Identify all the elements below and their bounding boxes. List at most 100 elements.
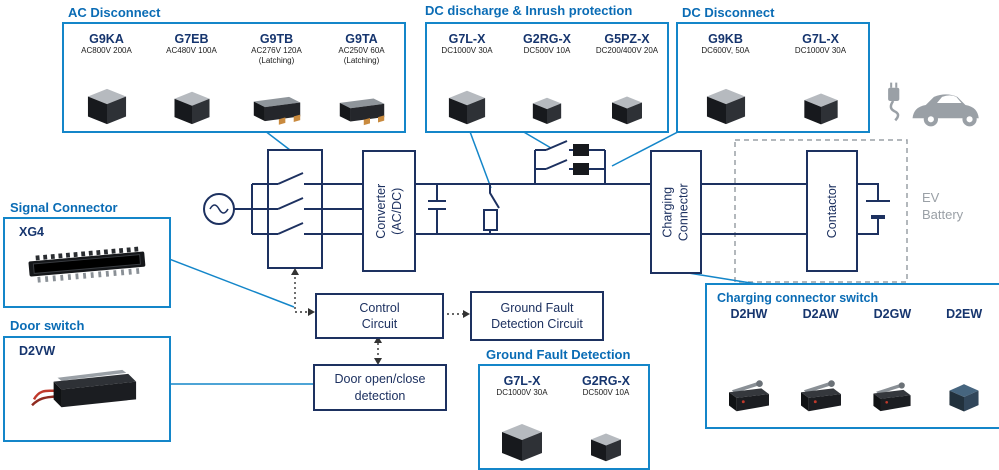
- charging-connector-block: Charging Connector: [650, 150, 702, 274]
- capacitor-icon: [428, 184, 446, 234]
- product-g9ta: G9TA AC250V 60A (Latching): [319, 32, 404, 131]
- product-name: D2HW: [730, 307, 768, 321]
- d2vw-switch-image: [30, 369, 138, 409]
- g9ka-relay-image: [87, 88, 126, 125]
- product-g7lx-2: G7L-X DC1000V 30A: [773, 32, 868, 131]
- contactor-label: Contactor: [824, 183, 839, 239]
- ac-disconnect-title: AC Disconnect: [68, 5, 161, 20]
- g2rgx-relay-image: [591, 433, 621, 462]
- g5pzx-relay-image: [612, 96, 642, 125]
- product-name: D2VW: [19, 344, 56, 358]
- product-name: G7L-X: [802, 32, 839, 46]
- product-name: XG4: [19, 225, 45, 239]
- ground-fault-panel: G7L-X DC1000V 30A G2RG-X DC500V 10A: [478, 364, 650, 470]
- inrush-protection-icon: [534, 140, 606, 184]
- g9tb-relay-image: [253, 96, 300, 125]
- product-d2hw: D2HW: [713, 307, 785, 421]
- product-g2rgx-2: G2RG-X DC500V 10A: [564, 374, 648, 468]
- charging-switch-products: D2HW D2AW D2GW D2EW: [713, 307, 999, 421]
- control-circuit-label: Control Circuit: [359, 300, 400, 331]
- ground-fault-circuit-label: Ground Fault Detection Circuit: [491, 300, 583, 331]
- product-spec: DC500V 10A: [582, 388, 630, 398]
- contactor-block: Contactor: [806, 150, 858, 272]
- product-d2aw: D2AW: [785, 307, 857, 421]
- charging-connector-label: Charging Connector: [660, 183, 691, 241]
- ac-source-icon: [203, 193, 235, 225]
- charging-switch-panel: Charging connector switch D2HW D2AW D2GW…: [705, 283, 999, 429]
- d2hw-switch-image: [728, 380, 769, 412]
- g9ta-relay-image: [339, 98, 384, 126]
- g7lx-relay-image: [502, 424, 542, 461]
- door-switch-title: Door switch: [10, 318, 85, 333]
- product-name: G5PZ-X: [604, 32, 650, 46]
- ground-fault-circuit-block: Ground Fault Detection Circuit: [470, 291, 604, 341]
- d2aw-switch-image: [800, 380, 841, 412]
- product-name: D2EW: [946, 307, 983, 321]
- product-g7lx-3: G7L-X DC1000V 30A: [480, 374, 564, 468]
- dc-discharge-panel: G7L-X DC1000V 30A G2RG-X DC500V 10A G5PZ…: [425, 22, 669, 133]
- product-spec: DC200/400V 20A: [595, 46, 659, 56]
- discharge-resistor-icon: [483, 184, 500, 234]
- product-g9tb: G9TB AC276V 120A (Latching): [234, 32, 319, 131]
- product-name: G9TA: [345, 32, 378, 46]
- g9kb-relay-image: [706, 88, 745, 125]
- product-name: G9KA: [89, 32, 124, 46]
- product-spec: DC1000V 30A: [794, 46, 847, 56]
- product-g9kb: G9KB DC600V, 50A: [678, 32, 773, 131]
- g7eb-relay-image: [174, 91, 209, 125]
- converter-block: Converter (AC/DC): [362, 150, 416, 272]
- product-name: D2GW: [873, 307, 912, 321]
- product-g7eb: G7EB AC480V 100A: [149, 32, 234, 131]
- ac-disconnect-switches: [234, 149, 362, 269]
- ac-disconnect-panel: G9KA AC800V 200A G7EB AC480V 100A G9TB A…: [62, 22, 406, 133]
- product-g2rgx-1: G2RG-X DC500V 10A: [507, 32, 587, 131]
- product-spec: AC276V 120A: [251, 46, 302, 56]
- product-spec: DC1000V 30A: [496, 388, 548, 398]
- product-spec: AC800V 200A: [81, 46, 132, 56]
- product-name: G2RG-X: [523, 32, 571, 46]
- dotted-control-arrows: [294, 272, 464, 361]
- product-spec2: (Latching): [258, 56, 295, 66]
- product-name: G7L-X: [503, 374, 541, 388]
- d2ew-switch-image: [949, 384, 979, 412]
- product-name: G9TB: [259, 32, 294, 46]
- product-spec: AC480V 100A: [166, 46, 217, 56]
- signal-connector-title: Signal Connector: [10, 200, 118, 215]
- product-g7lx-1: G7L-X DC1000V 30A: [427, 32, 507, 131]
- converter-label: Converter (AC/DC): [373, 183, 405, 239]
- door-detection-label: Door open/close detection: [334, 372, 426, 403]
- ev-region-dashed-box: [734, 139, 908, 283]
- xg4-connector-image: [23, 245, 151, 285]
- control-circuit-block: Control Circuit: [315, 293, 444, 339]
- dc-discharge-title: DC discharge & Inrush protection: [425, 3, 633, 18]
- product-g9ka: G9KA AC800V 200A: [64, 32, 149, 131]
- dc-disconnect-panel: G9KB DC600V, 50A G7L-X DC1000V 30A: [676, 22, 870, 133]
- product-g5pzx: G5PZ-X DC200/400V 20A: [587, 32, 667, 131]
- product-name: G7EB: [174, 32, 209, 46]
- charging-switch-title: Charging connector switch: [717, 291, 879, 305]
- product-name: G7L-X: [448, 32, 486, 46]
- door-switch-panel: D2VW: [3, 336, 171, 442]
- product-spec: DC500V 10A: [523, 46, 571, 56]
- g7lx-relay-image: [803, 93, 838, 125]
- ground-fault-title: Ground Fault Detection: [486, 347, 631, 362]
- g7lx-relay-image: [448, 90, 486, 125]
- g2rgx-relay-image: [532, 97, 562, 124]
- door-detection-block: Door open/close detection: [313, 364, 447, 411]
- signal-connector-panel: XG4: [3, 217, 171, 308]
- product-spec: DC1000V 30A: [441, 46, 493, 56]
- dc-rails: [412, 183, 806, 235]
- product-spec: DC600V, 50A: [701, 46, 750, 56]
- dc-disconnect-title: DC Disconnect: [682, 5, 775, 20]
- product-name: D2AW: [802, 307, 839, 321]
- product-spec2: (Latching): [343, 56, 380, 66]
- d2gw-switch-image: [873, 382, 911, 412]
- product-spec: AC250V 60A: [338, 46, 385, 56]
- product-name: G9KB: [708, 32, 743, 46]
- product-name: G2RG-X: [582, 374, 630, 388]
- product-d2ew: D2EW: [928, 307, 999, 421]
- battery-icon: [854, 183, 890, 235]
- arrowhead-icons: [291, 268, 470, 365]
- product-d2gw: D2GW: [857, 307, 929, 421]
